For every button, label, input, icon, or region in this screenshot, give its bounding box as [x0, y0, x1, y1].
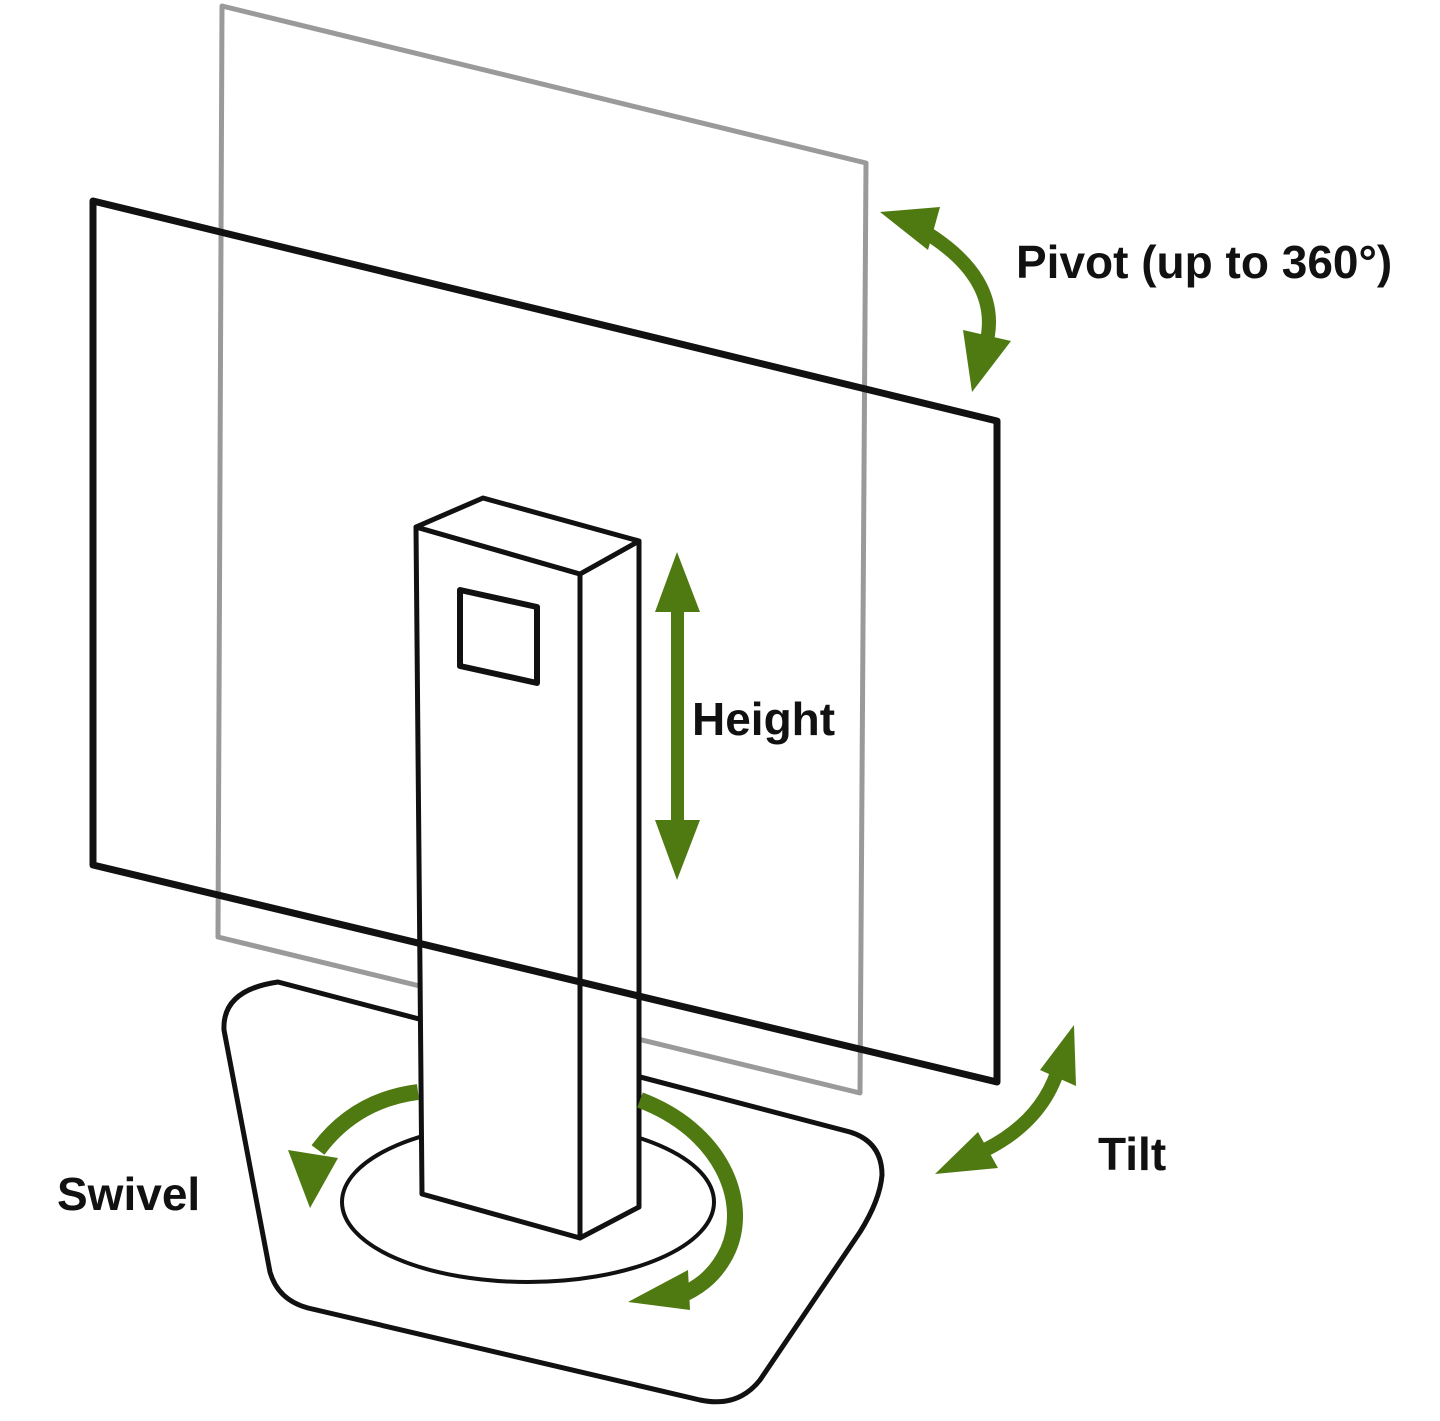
tilt-label: Tilt [1098, 1128, 1166, 1180]
curved-double-arrow-icon [880, 207, 1011, 392]
cable-hole [457, 587, 540, 686]
vertical-double-arrow-icon [655, 552, 700, 880]
pivot-label: Pivot (up to 360°) [1016, 236, 1392, 288]
stand-column [413, 495, 642, 1241]
screen-landscape [89, 197, 1001, 1086]
diagonal-double-arrow-icon [935, 1025, 1076, 1174]
circular-arrows-icon [288, 1084, 743, 1310]
swivel-label: Swivel [57, 1168, 200, 1220]
ghost-screen-rotated [215, 3, 869, 1096]
height-label: Height [692, 693, 835, 745]
